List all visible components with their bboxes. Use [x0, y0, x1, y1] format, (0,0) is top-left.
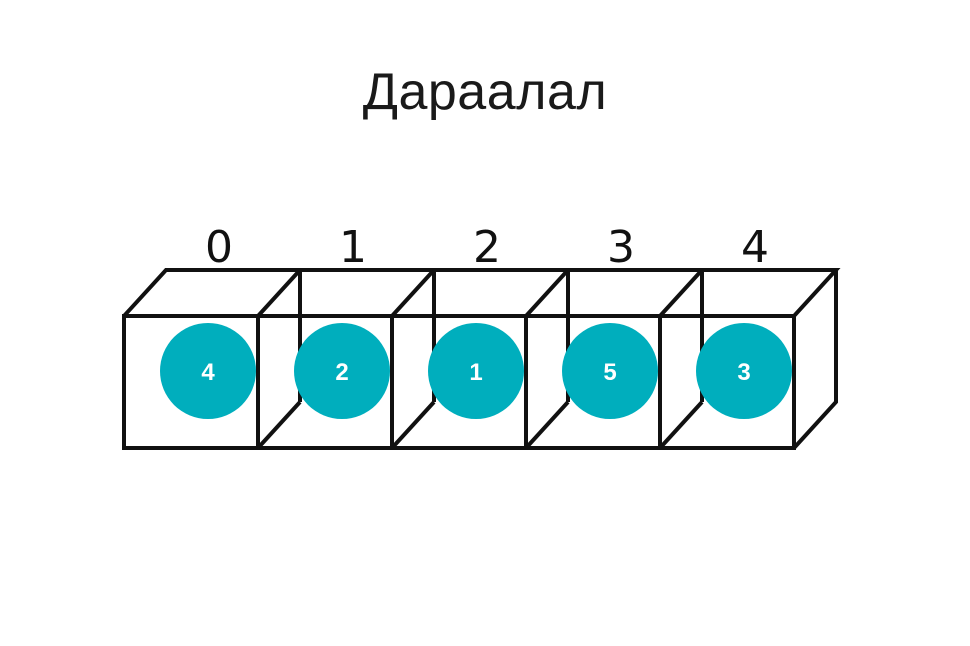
index-label-4: 4: [741, 222, 769, 273]
cell-divider-bottom-4: [658, 400, 704, 450]
array-top-outline: [122, 268, 841, 318]
cell-divider-top-1: [256, 268, 302, 318]
cell-divider-top-2: [390, 268, 436, 318]
cell-divider-top-4: [658, 268, 704, 318]
cell-divider-bottom-2: [390, 400, 436, 450]
array-side-outline: [792, 270, 838, 450]
value-ball-2: [428, 323, 524, 419]
value-label-2: 1: [469, 359, 482, 386]
array-boxes: [122, 268, 841, 450]
cell-divider-top-3: [524, 268, 570, 318]
value-ball-4: [696, 323, 792, 419]
value-ball-0: [160, 323, 256, 419]
value-label-3: 5: [603, 359, 616, 386]
index-label-1: 1: [339, 222, 367, 273]
value-ball-1: [294, 323, 390, 419]
array-indices: 0 1 2 3 4: [205, 222, 769, 273]
index-label-0: 0: [205, 222, 233, 273]
diagram-title: Дараалал: [362, 63, 608, 121]
index-label-2: 2: [473, 222, 501, 273]
cell-divider-bottom-3: [524, 400, 570, 450]
value-ball-3: [562, 323, 658, 419]
array-cell-4: [658, 314, 796, 450]
index-label-3: 3: [607, 222, 635, 273]
value-label-1: 2: [335, 359, 348, 386]
array-values: 4 2 1 5 3: [160, 323, 792, 419]
value-label-0: 4: [201, 359, 215, 386]
cell-divider-bottom-1: [256, 400, 302, 450]
value-label-4: 3: [737, 359, 750, 386]
